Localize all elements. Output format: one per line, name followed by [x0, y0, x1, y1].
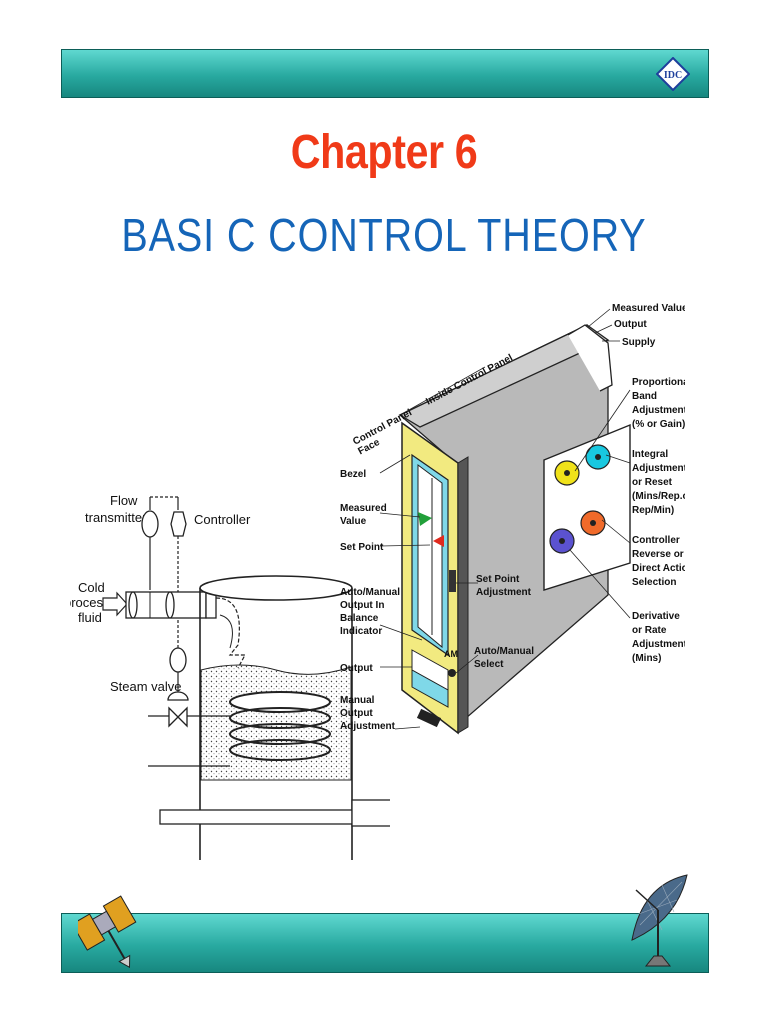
- steam-valve-symbol: [168, 706, 188, 728]
- set-point-label: Set Point: [340, 542, 384, 553]
- integral-label-3: or Reset: [632, 477, 673, 488]
- chapter-title: Chapter 6: [290, 126, 478, 179]
- auto-manual-indicator-label-3: Balance: [340, 613, 379, 624]
- reverse-label-1: Controller: [632, 535, 680, 546]
- manual-output-knob[interactable]: [416, 708, 442, 728]
- measured-value-label-2: Value: [340, 516, 367, 527]
- integral-label-1: Integral: [632, 449, 668, 460]
- proportional-label-2: Band: [632, 391, 657, 402]
- manual-output-label-1: Manual: [340, 695, 375, 706]
- flow-transmitter-label-2: transmitter: [85, 510, 147, 525]
- measured-value-pointer: [418, 512, 432, 526]
- auto-manual-select-button[interactable]: [448, 669, 456, 677]
- integral-label-4: (Mins/Rep.or: [632, 491, 685, 502]
- integral-label-2: Adjustment: [632, 463, 685, 474]
- set-point-wheel[interactable]: [449, 570, 456, 592]
- logo-text: IDC: [664, 70, 682, 81]
- cold-fluid-label-3: fluid: [78, 610, 102, 625]
- process-diagram: Flow transmitter Controller Cold process…: [70, 493, 390, 860]
- derivative-label-4: (Mins): [632, 653, 661, 664]
- derivative-label-3: Adjustment: [632, 639, 685, 650]
- set-point-adjustment-label-1: Set Point: [476, 574, 520, 585]
- cold-fluid-label-1: Cold: [78, 580, 105, 595]
- am-marker: AM: [444, 649, 458, 659]
- reverse-label-4: Selection: [632, 577, 676, 588]
- manual-output-label-3: Adjustment: [340, 721, 396, 732]
- auto-manual-select-label-1: Auto/Manual: [474, 646, 534, 657]
- satellite-dish-icon: [631, 874, 688, 967]
- bottom-banner: [61, 913, 709, 973]
- flow-transmitter-symbol: [141, 510, 159, 538]
- cold-fluid-label-2: process: [70, 595, 110, 610]
- measured-value-top-label: Measured Value: [612, 303, 685, 314]
- output-top-label: Output: [614, 319, 647, 330]
- derivative-label-2: or Rate: [632, 625, 667, 636]
- proportional-label-1: Proportional: [632, 377, 685, 388]
- set-point-pointer: [433, 535, 444, 547]
- chapter-subtitle: BASI C CONTROL THEORY: [121, 209, 647, 261]
- auto-manual-indicator-label-2: Output In: [340, 600, 384, 611]
- proportional-label-4: (% or Gain): [632, 419, 685, 430]
- supply-label: Supply: [622, 337, 656, 348]
- derivative-label-1: Derivative: [632, 611, 680, 622]
- auto-manual-indicator-label-4: Indicator: [340, 626, 382, 637]
- bezel-label: Bezel: [340, 469, 366, 480]
- satellite-icon: [78, 895, 137, 969]
- steam-valve-positioner: [169, 647, 187, 673]
- reverse-label-2: Reverse or: [632, 549, 684, 560]
- manual-output-label-2: Output: [340, 708, 373, 719]
- steam-valve-label: Steam valve: [110, 679, 182, 694]
- top-banner: [61, 49, 709, 98]
- controller-panel-diagram: Control Panel Face Inside Control Panel …: [340, 303, 685, 735]
- proportional-label-3: Adjustment: [632, 405, 685, 416]
- set-point-adjustment-label-2: Adjustment: [476, 587, 532, 598]
- flow-transmitter-label-1: Flow: [110, 493, 138, 508]
- measured-value-label-1: Measured: [340, 503, 387, 514]
- idc-logo: IDC: [656, 57, 690, 91]
- auto-manual-indicator-label-1: Auto/Manual: [340, 587, 400, 598]
- controller-symbol: [170, 511, 187, 537]
- reverse-label-3: Direct Action: [632, 563, 685, 574]
- auto-manual-select-label-2: Select: [474, 659, 504, 670]
- integral-label-5: Rep/Min): [632, 505, 674, 516]
- output-label: Output: [340, 663, 373, 674]
- controller-label: Controller: [194, 512, 251, 527]
